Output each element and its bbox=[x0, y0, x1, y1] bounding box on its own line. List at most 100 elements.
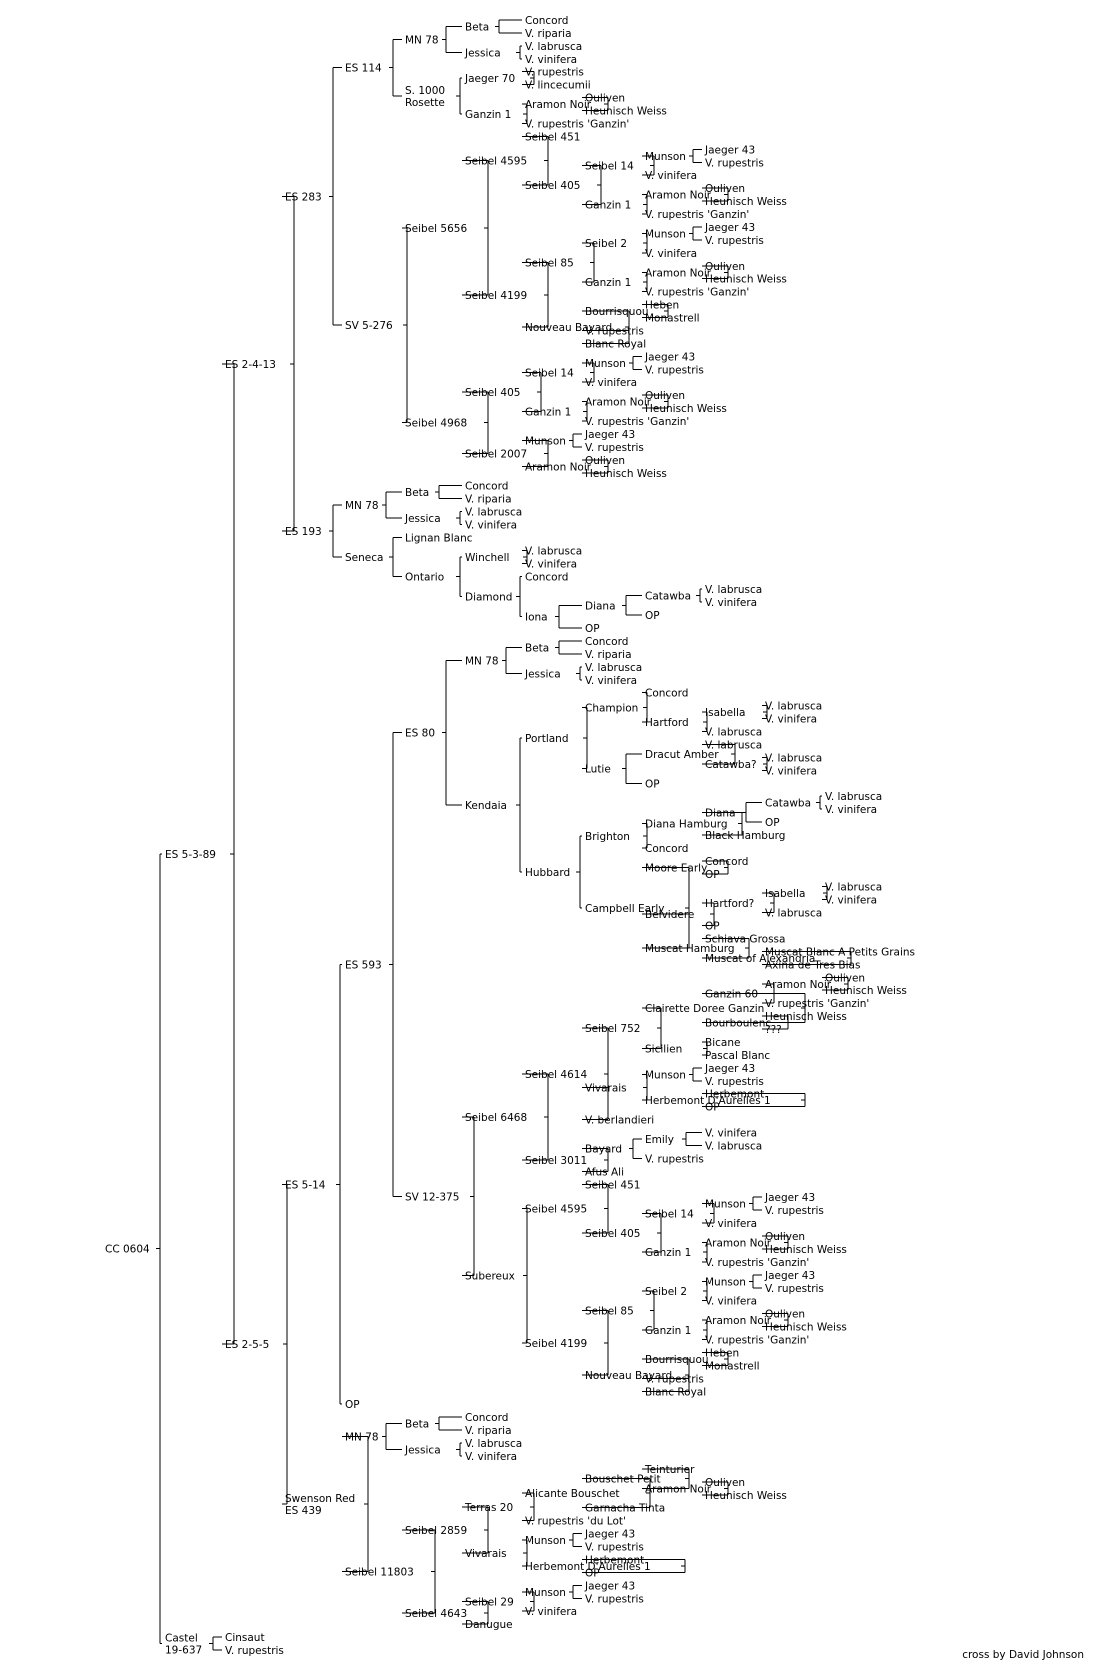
node-kendaia: Kendaia bbox=[465, 800, 507, 812]
node-v-riparia: V. riparia bbox=[465, 1425, 512, 1437]
node-seibel-4643: Seibel 4643 bbox=[405, 1608, 467, 1620]
node-munson: Munson bbox=[585, 358, 626, 370]
node-ganzin-1: Ganzin 1 bbox=[585, 199, 631, 211]
node-jaeger-43: Jaeger 43 bbox=[704, 222, 755, 234]
node-herbemont-d-aurelles-1: Herbemont D'Aurelles 1 bbox=[645, 1095, 771, 1107]
node-bicane: Bicane bbox=[705, 1037, 740, 1049]
node-v-labrusca: V. labrusca bbox=[705, 739, 762, 751]
node-garnacha-tinta: Garnacha Tinta bbox=[585, 1503, 665, 1515]
node-v-rupestris-ganzin: V. rupestris 'Ganzin' bbox=[765, 998, 869, 1010]
node-isabella: Isabella bbox=[705, 707, 745, 719]
node-muscat-blanc-a-petits-grains: Muscat Blanc A Petits Grains bbox=[765, 946, 915, 958]
node-v-vinifera: V. vinifera bbox=[705, 1218, 757, 1230]
node-v-labrusca: V. labrusca bbox=[705, 1140, 762, 1152]
node-lutie: Lutie bbox=[585, 764, 611, 776]
node-v-labrusca: V. labrusca bbox=[465, 1438, 522, 1450]
node-seibel-2: Seibel 2 bbox=[645, 1286, 687, 1298]
node-es-80: ES 80 bbox=[405, 728, 435, 740]
node-heunisch-weiss: Heunisch Weiss bbox=[585, 468, 667, 480]
node-pascal-blanc: Pascal Blanc bbox=[705, 1050, 770, 1062]
node-v-rupestris-ganzin: V. rupestris 'Ganzin' bbox=[525, 118, 629, 130]
node-heben: Heben bbox=[705, 1347, 739, 1359]
node-catawba: Catawba? bbox=[705, 759, 757, 771]
node-concord: Concord bbox=[465, 1412, 508, 1424]
node-hartford: Hartford bbox=[645, 717, 689, 729]
node-es-193: ES 193 bbox=[285, 526, 322, 538]
node-munson: Munson bbox=[705, 1199, 746, 1211]
node-seibel-4968: Seibel 4968 bbox=[405, 418, 467, 430]
node-v-vinifera: V. vinifera bbox=[525, 1606, 577, 1618]
node-herbemont-d-aurelles-1: Herbemont D'Aurelles 1 bbox=[525, 1561, 651, 1573]
node-v-vinifera: V. vinifera bbox=[825, 895, 877, 907]
node-ouliven: Ouliven bbox=[645, 390, 685, 402]
node-munson: Munson bbox=[645, 151, 686, 163]
node-v-vinifera: V. vinifera bbox=[645, 248, 697, 260]
node-teinturier: Teinturier bbox=[644, 1464, 695, 1476]
node-beta: Beta bbox=[405, 487, 429, 499]
node-aramon-noir: Aramon Noir bbox=[765, 979, 832, 991]
node-jaeger-43: Jaeger 43 bbox=[584, 1529, 635, 1541]
node-jaeger-43: Jaeger 43 bbox=[584, 1580, 635, 1592]
node-nouveau-bayard: Nouveau Bayard bbox=[585, 1370, 672, 1382]
node-heunisch-weiss: Heunisch Weiss bbox=[765, 1322, 847, 1334]
node-v-rupestris: V. rupestris bbox=[585, 442, 644, 454]
node-es-5-3-89: ES 5-3-89 bbox=[165, 849, 216, 861]
node-jaeger-70: Jaeger 70 bbox=[464, 73, 515, 85]
node-heunisch-weiss: Heunisch Weiss bbox=[705, 1490, 787, 1502]
node-v-rupestris: V. rupestris bbox=[585, 1542, 644, 1554]
node-ganzin-1: Ganzin 1 bbox=[645, 1325, 691, 1337]
node-iona: Iona bbox=[525, 612, 548, 624]
node-bourrisquou: Bourrisquou bbox=[585, 306, 649, 318]
node-ouliven: Ouliven bbox=[705, 183, 745, 195]
node-isabella: Isabella bbox=[765, 888, 805, 900]
node-op: OP bbox=[645, 778, 660, 790]
node-ganzin-1: Ganzin 1 bbox=[525, 406, 571, 418]
node-v-rupestris: V. rupestris bbox=[705, 235, 764, 247]
node-concord: Concord bbox=[585, 636, 628, 648]
node-seibel-451: Seibel 451 bbox=[525, 131, 580, 143]
node-v-vinifera: V. vinifera bbox=[525, 558, 577, 570]
node-v-labrusca: V. labrusca bbox=[825, 882, 882, 894]
node-muscat-of-alexandria: Muscat of Alexandria bbox=[705, 953, 815, 965]
node-axina-de-tres-bias: Axina de Tres Bias bbox=[765, 959, 860, 971]
node-ouliven: Ouliven bbox=[585, 93, 625, 105]
node-hubbard: Hubbard bbox=[525, 867, 570, 879]
node-aramon-noir: Aramon Noir bbox=[585, 397, 652, 409]
node-hartford: Hartford? bbox=[705, 898, 754, 910]
node-terras-20: Terras 20 bbox=[464, 1502, 513, 1514]
node-v-rupestris-du-lot: V. rupestris 'du Lot' bbox=[525, 1516, 626, 1528]
node-jaeger-43: Jaeger 43 bbox=[704, 144, 755, 156]
node-seibel-14: Seibel 14 bbox=[525, 368, 574, 380]
node-seibel-14: Seibel 14 bbox=[585, 161, 634, 173]
node-heunisch-weiss: Heunisch Weiss bbox=[645, 403, 727, 415]
node-seibel-405: Seibel 405 bbox=[525, 180, 580, 192]
node-seibel-2859: Seibel 2859 bbox=[405, 1525, 467, 1537]
node-v-vinifera: V. vinifera bbox=[525, 54, 577, 66]
node-catawba: Catawba bbox=[645, 591, 691, 603]
node-seibel-29: Seibel 29 bbox=[465, 1596, 514, 1608]
node-jaeger-43: Jaeger 43 bbox=[644, 351, 695, 363]
node-nouveau-bayard: Nouveau Bayard bbox=[525, 322, 612, 334]
node-op: OP bbox=[705, 1102, 720, 1114]
node-ouliven: Ouliven bbox=[585, 455, 625, 467]
node-diana: Diana bbox=[585, 600, 616, 612]
node-: ??? bbox=[765, 1024, 782, 1036]
node-munson: Munson bbox=[525, 1587, 566, 1599]
node-v-rupestris-ganzin: V. rupestris 'Ganzin' bbox=[645, 209, 749, 221]
node-seibel-11803: Seibel 11803 bbox=[345, 1566, 414, 1578]
node-v-vinifera: V. vinifera bbox=[825, 804, 877, 816]
node-concord: Concord bbox=[705, 856, 748, 868]
node-ouliven: Ouliven bbox=[705, 261, 745, 273]
node-v-rupestris: V. rupestris bbox=[225, 1645, 284, 1657]
node-heunisch-weiss: Heunisch Weiss bbox=[765, 1244, 847, 1256]
node-v-labrusca: V. labrusca bbox=[585, 662, 642, 674]
node-es-2-5-5: ES 2-5-5 bbox=[225, 1339, 269, 1351]
node-aramon-noir: Aramon Noir bbox=[525, 461, 592, 473]
node-emily: Emily bbox=[645, 1134, 674, 1146]
node-op: OP bbox=[645, 610, 660, 622]
node-seibel-85: Seibel 85 bbox=[525, 258, 574, 270]
node-v-rupestris-ganzin: V. rupestris 'Ganzin' bbox=[585, 416, 689, 428]
node-cinsaut: Cinsaut bbox=[225, 1632, 265, 1644]
node-mn-78: MN 78 bbox=[405, 34, 439, 46]
